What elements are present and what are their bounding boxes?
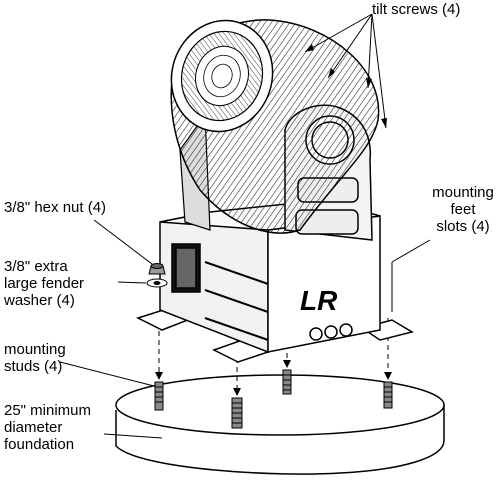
label-washer-line-1: 3/8" extra	[4, 258, 68, 275]
label-mounting-studs-line-1: mounting	[4, 341, 66, 358]
mounting-studs	[154, 369, 393, 429]
label-mounting-feet-line-3: slots (4)	[436, 218, 490, 235]
stud-4	[383, 381, 393, 409]
leader-lines	[59, 13, 431, 439]
label-washer-line-3: washer (4)	[4, 292, 75, 309]
stud-3	[282, 369, 292, 395]
base-ribs	[204, 261, 269, 341]
label-mounting-feet-line-1: mounting	[432, 184, 494, 201]
label-washer: 3/8" extra large fender washer (4)	[4, 258, 84, 309]
fixture-base	[136, 199, 414, 363]
foundation	[115, 374, 445, 475]
washer-and-nut	[146, 263, 168, 288]
fixture-head	[170, 19, 380, 234]
label-mounting-feet-line-2: feet	[450, 201, 476, 218]
label-foundation-line-2: diameter	[4, 419, 63, 436]
label-washer-line-2: large fender	[4, 275, 85, 292]
label-tilt-screws: tilt screws (4)	[372, 1, 461, 18]
label-mounting-studs: mounting studs (4)	[4, 341, 66, 375]
label-hex-nut: 3/8" hex nut (4)	[4, 199, 107, 216]
leader-arrows	[305, 44, 387, 128]
label-mounting-studs-line-2: studs (4)	[4, 358, 63, 375]
label-mounting-feet: mounting feet slots (4)	[425, 184, 501, 235]
alignment-arrows	[155, 360, 392, 396]
lr-logo: LR	[300, 285, 338, 316]
label-foundation-line-1: 25" minimum	[4, 402, 92, 419]
stud-1	[154, 381, 164, 411]
label-foundation-line-3: foundation	[4, 436, 75, 453]
label-foundation: 25" minimum diameter foundation	[4, 402, 91, 453]
stud-2	[231, 397, 243, 429]
